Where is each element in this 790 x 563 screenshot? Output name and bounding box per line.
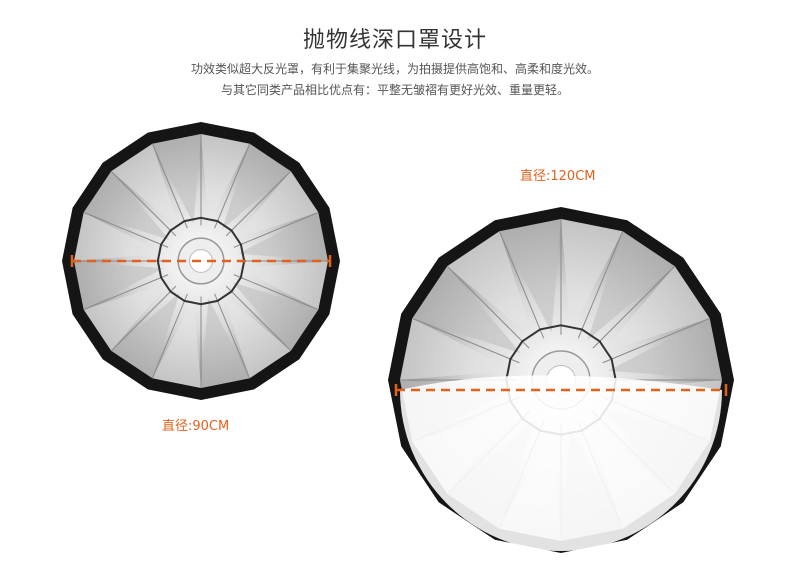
description-line-1: 功效类似超大反光罩，有利于集聚光线，为拍摄提供高饱和、高柔和度光效。 — [190, 62, 599, 76]
softbox-120cm-image — [388, 207, 734, 553]
description-line-2: 与其它同类产品相比优点有：平整无皱褶有更好光效、重量更轻。 — [220, 83, 569, 97]
page-title: 抛物线深口罩设计 — [302, 28, 487, 53]
diameter-label-90cm: 直径:90CM — [162, 419, 230, 434]
softbox-90cm-image — [62, 122, 340, 400]
diameter-label-120cm: 直径:120CM — [520, 169, 596, 184]
